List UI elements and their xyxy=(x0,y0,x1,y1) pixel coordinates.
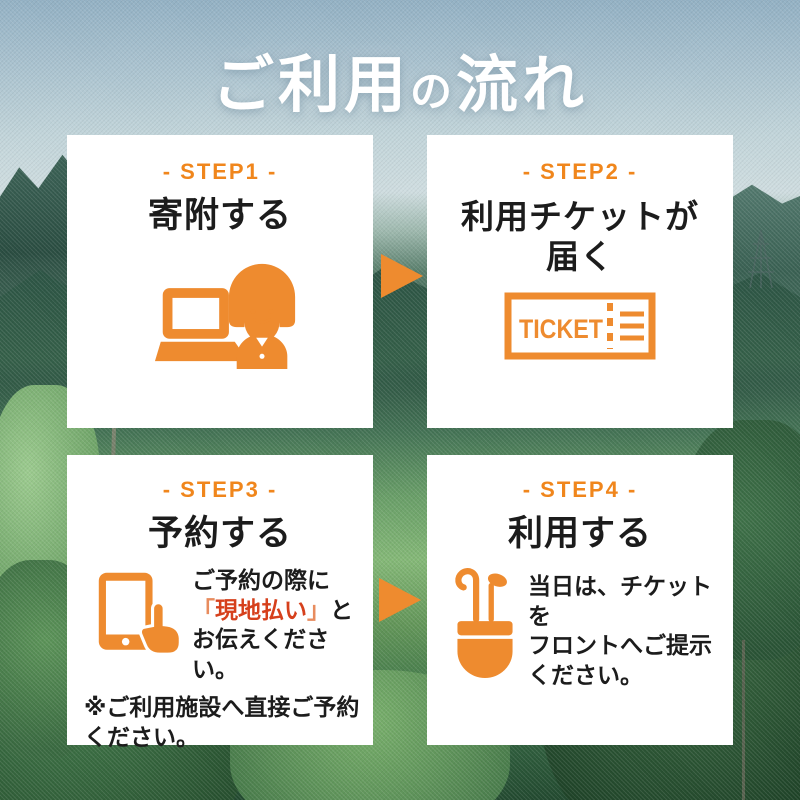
ticket-icon: TICKET xyxy=(427,292,733,365)
step4-body-line3: ください。 xyxy=(528,662,643,689)
step2-heading-line1: 利用チケットが xyxy=(461,198,699,235)
background-power-tower xyxy=(748,229,774,288)
step3-note-line1: ※ご利用施設へ直接ご予約 xyxy=(84,694,360,721)
ticket-text: TICKET xyxy=(519,314,603,344)
arrow-right-icon-step1-to-step2 xyxy=(381,254,423,298)
page-title: ご利用の流れ xyxy=(0,34,800,124)
golf-bag-icon xyxy=(455,567,513,678)
title-part2: 流れ xyxy=(456,51,589,120)
step3-body-line2: 「現地払い」と xyxy=(192,596,353,623)
title-part1: ご利用 xyxy=(211,51,410,120)
step3-body-text: ご予約の際に 「現地払い」と お伝えください。 xyxy=(192,566,373,686)
step2-heading: 利用チケットが届く xyxy=(427,197,733,278)
step3-heading: 予約する xyxy=(147,514,292,553)
pointing-hand-icon xyxy=(138,600,182,656)
arrow-right-icon-step3-to-step4 xyxy=(379,578,421,622)
step4-body-text: 当日は、チケットを フロントへご提示 ください。 xyxy=(528,572,733,692)
step1-heading: 寄附する xyxy=(147,196,292,235)
step4-card: - STEP4 - 利用する 当日は、チケットを フロントへご提示 ください。 xyxy=(427,455,733,745)
step3-body-line1: ご予約の際に xyxy=(192,566,330,593)
step3-note: ※ご利用施設へ直接ご予約 ください。 xyxy=(67,685,373,753)
step3-body-line3: お伝えください。 xyxy=(192,626,330,683)
step3-label: - STEP3 - xyxy=(162,477,278,502)
title-particle: の xyxy=(409,68,456,115)
step4-heading: 利用する xyxy=(507,514,652,553)
step4-body-line1: 当日は、チケットを xyxy=(528,572,712,629)
step2-card: - STEP2 - 利用チケットが届く TICKET xyxy=(427,135,733,428)
step3-card: - STEP3 - 予約する ご予約の際に 「現地払い」と お伝えください。 ※… xyxy=(67,455,373,750)
step4-body-line2: フロントへご提示 xyxy=(528,632,712,659)
tablet-touch-icon xyxy=(98,572,182,656)
onsite-payment-highlight: 現地払い xyxy=(215,596,307,623)
operator-laptop-icon-svg xyxy=(154,263,296,369)
step1-card: - STEP1 - 寄附する xyxy=(67,135,373,428)
step2-label: - STEP2 - xyxy=(522,159,638,184)
step4-label: - STEP4 - xyxy=(522,477,638,502)
step3-note-line2: ください。 xyxy=(84,724,199,751)
step1-label: - STEP1 - xyxy=(162,159,278,184)
step2-heading-line2: 届く xyxy=(546,238,614,276)
operator-laptop-icon xyxy=(67,256,373,374)
background-tree-trunk-right xyxy=(742,640,745,800)
ticket-icon-svg: TICKET xyxy=(504,292,656,359)
